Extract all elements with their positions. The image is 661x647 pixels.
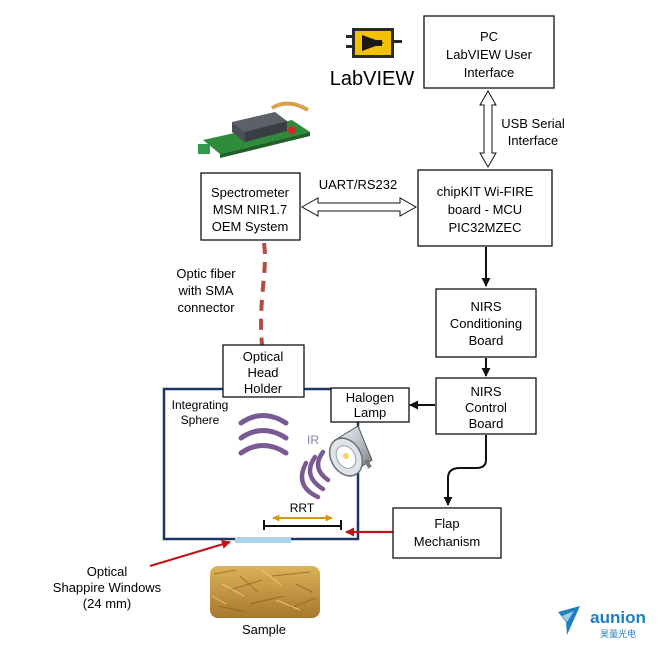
- head-holder-box: Optical Head Holder: [222, 344, 305, 398]
- halogen-line-1: Halogen: [346, 390, 394, 405]
- usb-label-line-1: USB Serial: [501, 116, 565, 131]
- flap-box: Flap Mechanism: [392, 507, 502, 559]
- control-box: NIRS Control Board: [435, 377, 537, 435]
- spectrometer-box-line-2: MSM NIR1.7: [213, 202, 287, 217]
- window-label-line-2: Shappire Windows: [53, 580, 162, 595]
- conditioning-box-line-2: Conditioning: [450, 316, 522, 331]
- pc-box: PC LabVIEW User Interface: [423, 15, 555, 89]
- head-holder-line-2: Head: [247, 365, 278, 380]
- control-box-line-3: Board: [469, 416, 504, 431]
- conditioning-box-line-3: Board: [469, 333, 504, 348]
- pc-box-line-2: LabVIEW User: [446, 47, 533, 62]
- brand-name: aunion: [590, 608, 646, 627]
- halogen-box: Halogen Lamp: [330, 387, 410, 423]
- control-box-line-2: Control: [465, 400, 507, 415]
- usb-label-line-2: Interface: [508, 133, 559, 148]
- ir-waves-icon: [299, 449, 331, 500]
- flap-line-2: Mechanism: [414, 534, 480, 549]
- optic-fiber-line: [259, 242, 267, 346]
- sample-label: Sample: [242, 622, 286, 637]
- fiber-label-line-1: Optic fiber: [176, 266, 236, 281]
- spectrometer-box: Spectrometer MSM NIR1.7 OEM System: [200, 172, 301, 241]
- uart-label: UART/RS232: [319, 177, 398, 192]
- spectrometer-box-line-3: OEM System: [212, 219, 289, 234]
- conditioning-box-line-1: NIRS: [470, 299, 501, 314]
- mcu-box-line-2: board - MCU: [448, 202, 522, 217]
- spectrometer-box-line-1: Spectrometer: [211, 185, 290, 200]
- sphere-label-line-2: Sphere: [181, 413, 220, 427]
- control-to-flap-arrow: [443, 435, 487, 506]
- aunion-logo-icon: [558, 606, 580, 635]
- window-pointer-arrow: [149, 540, 231, 568]
- sphere-label-line-1: Integrating: [172, 398, 229, 412]
- sapphire-window: [235, 538, 291, 543]
- mcu-box: chipKIT Wi-FIRE board - MCU PIC32MZEC: [417, 169, 553, 247]
- flap-line-1: Flap: [434, 516, 459, 531]
- window-label-line-1: Optical: [87, 564, 128, 579]
- fiber-label-line-2: with SMA: [178, 283, 234, 298]
- ir-label: IR: [307, 433, 319, 447]
- labview-logo-text: LabVIEW: [330, 68, 415, 90]
- head-holder-line-1: Optical: [243, 349, 284, 364]
- pc-box-line-1: PC: [480, 29, 498, 44]
- uart-connection-arrow: [300, 197, 418, 217]
- labview-logo-icon: [346, 28, 402, 58]
- hay-bale-sample-icon: [210, 566, 320, 618]
- detector-waves-icon: [238, 413, 289, 456]
- rrt-label: RRT: [290, 501, 315, 515]
- mcu-box-line-1: chipKIT Wi-FIRE: [437, 184, 534, 199]
- head-holder-line-3: Holder: [244, 381, 283, 396]
- spectrometer-device-icon: [198, 101, 310, 158]
- fiber-label-line-3: connector: [177, 300, 235, 315]
- conditioning-box: NIRS Conditioning Board: [435, 288, 537, 358]
- usb-connection-arrow: [479, 89, 497, 169]
- window-label-line-3: (24 mm): [83, 596, 131, 611]
- halogen-bulb-icon: [328, 425, 373, 477]
- pc-box-line-3: Interface: [464, 65, 515, 80]
- brand-subtitle: 昊量光电: [600, 628, 636, 639]
- halogen-line-2: Lamp: [354, 405, 387, 420]
- mcu-box-line-3: PIC32MZEC: [449, 220, 522, 235]
- control-box-line-1: NIRS: [470, 384, 501, 399]
